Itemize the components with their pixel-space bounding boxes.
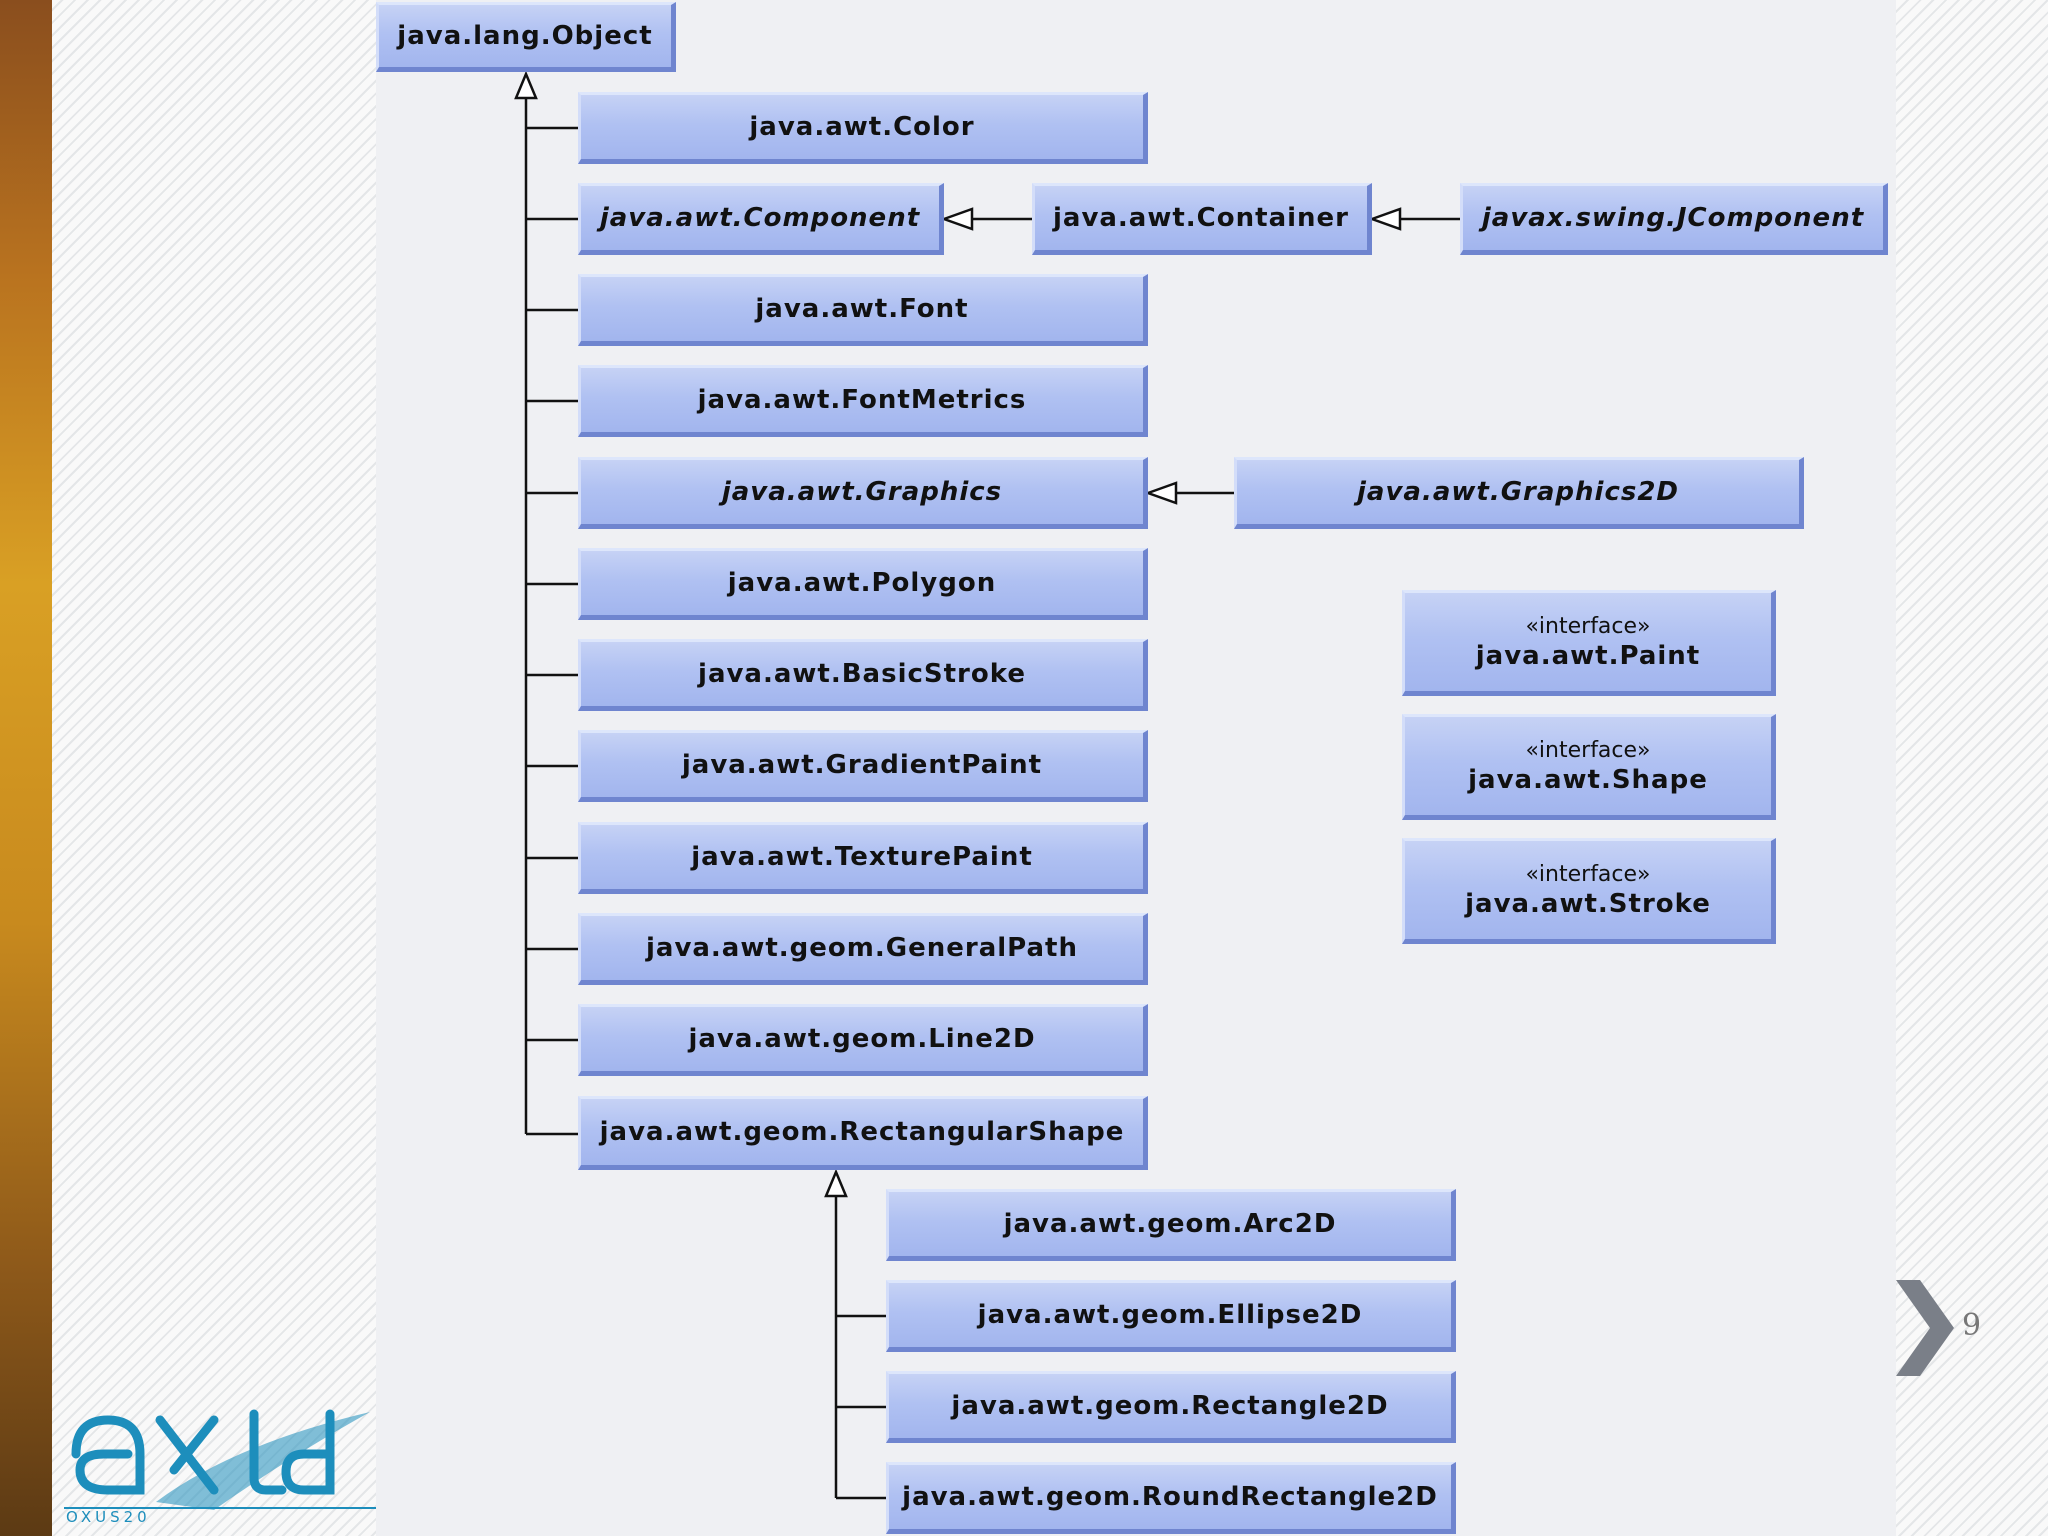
class-label: java.awt.geom.RoundRectangle2D [902, 1482, 1438, 1512]
logo-text: OXUS20 [66, 1508, 151, 1524]
interface-stereotype: «interface» [1525, 737, 1651, 763]
class-roundrectangle2d: java.awt.geom.RoundRectangle2D [886, 1462, 1456, 1534]
class-line2d: java.awt.geom.Line2D [578, 1004, 1148, 1076]
class-label: java.awt.Graphics2D [1357, 477, 1679, 507]
page-number: 9 [1962, 1308, 1982, 1343]
class-rectangle2d: java.awt.geom.Rectangle2D [886, 1371, 1456, 1443]
class-rectangularshape: java.awt.geom.RectangularShape [578, 1096, 1148, 1170]
class-label: java.awt.Polygon [727, 568, 997, 598]
class-label: java.awt.Container [1052, 203, 1349, 233]
class-label: javax.swing.JComponent [1481, 203, 1865, 233]
interface-shape: «interface» java.awt.Shape [1402, 714, 1776, 820]
class-basicstroke: java.awt.BasicStroke [578, 639, 1148, 711]
class-texturepaint: java.awt.TexturePaint [578, 822, 1148, 894]
class-arc2d: java.awt.geom.Arc2D [886, 1189, 1456, 1261]
class-label: java.awt.geom.GeneralPath [645, 933, 1078, 963]
class-label: java.awt.TexturePaint [691, 842, 1033, 872]
class-label: java.awt.Component [599, 203, 921, 233]
class-polygon: java.awt.Polygon [578, 548, 1148, 620]
interface-label: java.awt.Stroke [1465, 888, 1711, 919]
class-ellipse2d: java.awt.geom.Ellipse2D [886, 1280, 1456, 1352]
interface-label: java.awt.Shape [1468, 764, 1708, 795]
class-label: java.awt.geom.Rectangle2D [951, 1391, 1389, 1421]
class-graphics2d: java.awt.Graphics2D [1234, 457, 1804, 529]
interface-label: java.awt.Paint [1475, 640, 1701, 671]
class-label: java.lang.Object [397, 21, 653, 51]
class-graphics: java.awt.Graphics [578, 457, 1148, 529]
class-label: java.awt.geom.Line2D [688, 1024, 1036, 1054]
oxus20-logo: OXUS20 [64, 1409, 376, 1524]
class-label: java.awt.Color [749, 112, 975, 142]
chevron-right-icon[interactable] [1890, 1278, 1960, 1378]
wood-sidebar [0, 0, 52, 1536]
class-container: java.awt.Container [1032, 183, 1372, 255]
class-color: java.awt.Color [578, 92, 1148, 164]
interface-stereotype: «interface» [1525, 861, 1651, 887]
class-label: java.awt.FontMetrics [697, 385, 1027, 415]
class-java-lang-object: java.lang.Object [376, 2, 676, 72]
class-label: java.awt.GradientPaint [681, 750, 1043, 780]
class-jcomponent: javax.swing.JComponent [1460, 183, 1888, 255]
class-label: java.awt.geom.Arc2D [1003, 1209, 1337, 1239]
class-label: java.awt.geom.Ellipse2D [977, 1300, 1363, 1330]
class-label: java.awt.geom.RectangularShape [599, 1117, 1125, 1147]
interface-paint: «interface» java.awt.Paint [1402, 590, 1776, 696]
class-gradientpaint: java.awt.GradientPaint [578, 730, 1148, 802]
class-label: java.awt.Graphics [721, 477, 1003, 507]
class-component: java.awt.Component [578, 183, 944, 255]
class-label: java.awt.Font [755, 294, 969, 324]
interface-stroke: «interface» java.awt.Stroke [1402, 838, 1776, 944]
interface-stereotype: «interface» [1525, 613, 1651, 639]
class-fontmetrics: java.awt.FontMetrics [578, 365, 1148, 437]
class-generalpath: java.awt.geom.GeneralPath [578, 913, 1148, 985]
class-label: java.awt.BasicStroke [698, 659, 1026, 689]
class-font: java.awt.Font [578, 274, 1148, 346]
